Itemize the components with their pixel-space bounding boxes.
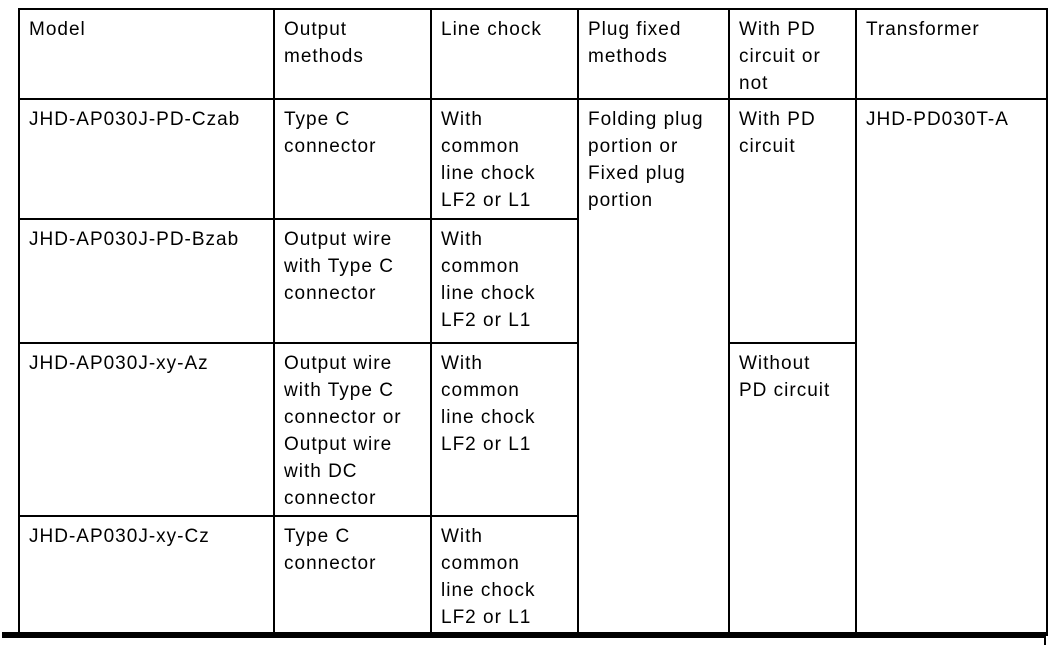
cell-line-chock-row2: With common line chock LF2 or L1	[430, 218, 579, 344]
header-model: Model	[18, 8, 275, 100]
cell-output-methods-row4: Type C connector	[273, 515, 432, 636]
cell-model-row1: JHD-AP030J-PD-Czab	[18, 98, 275, 220]
header-output-methods: Output methods	[273, 8, 432, 100]
cell-line-chock-row3: With common line chock LF2 or L1	[430, 342, 579, 517]
header-transformer: Transformer	[855, 8, 1048, 100]
header-plug-fixed-methods: Plug fixed methods	[577, 8, 730, 100]
cell-model-row4: JHD-AP030J-xy-Cz	[18, 515, 275, 636]
cell-model-row3: JHD-AP030J-xy-Az	[18, 342, 275, 517]
table-row: JHD-AP030J-PD-Czab Type C connector With…	[18, 98, 1048, 636]
right-border-tick	[1044, 632, 1046, 645]
cell-output-methods-row3: Output wire with Type C connector or Out…	[273, 342, 432, 517]
cell-without-pd-circuit-merged: Without PD circuit	[728, 342, 857, 636]
cell-line-chock-row1: With common line chock LF2 or L1	[430, 98, 579, 220]
cell-line-chock-row4: With common line chock LF2 or L1	[430, 515, 579, 636]
table-row: JHD-AP030J-xy-Cz Type C connector With c…	[18, 515, 1047, 636]
cell-output-methods-row1: Type C connector	[273, 98, 432, 220]
header-row: Model Output methods Line chock Plug fix…	[18, 8, 1048, 100]
cell-model-row2: JHD-AP030J-PD-Bzab	[18, 218, 275, 344]
cell-transformer-merged: JHD-PD030T-A	[855, 98, 1048, 636]
product-spec-table: Model Output methods Line chock Plug fix…	[18, 8, 1048, 636]
header-pd-circuit: With PD circuit or not	[728, 8, 857, 100]
thick-bottom-rule	[2, 632, 1046, 638]
cell-with-pd-circuit-merged: With PD circuit	[728, 98, 857, 344]
cell-plug-fixed-methods-merged: Folding plug portion or Fixed plug porti…	[577, 98, 730, 636]
header-line-chock: Line chock	[430, 8, 579, 100]
table-row: JHD-AP030J-PD-Bzab Output wire with Type…	[18, 218, 1047, 344]
cell-output-methods-row2: Output wire with Type C connector	[273, 218, 432, 344]
